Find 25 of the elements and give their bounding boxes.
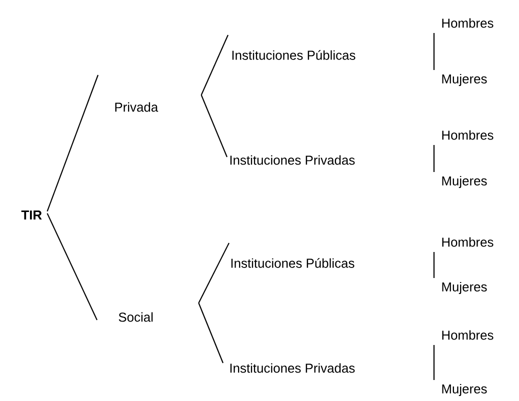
leaf-label: Mujeres <box>442 282 487 294</box>
bracket-line <box>198 242 230 304</box>
branch-label: Privada <box>115 102 158 112</box>
leaf-label: Hombres <box>442 330 494 340</box>
bracket-line <box>46 213 98 320</box>
bracket-bar <box>433 145 435 172</box>
branch-label: Instituciones Públicas <box>232 50 356 60</box>
leaf-label: Hombres <box>442 130 494 140</box>
branch-label: Instituciones Privadas <box>230 155 355 165</box>
branch-label: Social <box>118 312 153 322</box>
branch-label: Instituciones Privadas <box>230 363 355 373</box>
leaf-label: Hombres <box>442 18 494 28</box>
bracket-line <box>198 302 224 364</box>
bracket-line <box>200 94 228 158</box>
leaf-label: Hombres <box>442 237 494 247</box>
leaf-label: Mujeres <box>442 384 487 396</box>
leaf-label: Mujeres <box>442 176 487 188</box>
leaf-label: Mujeres <box>442 74 487 86</box>
bracket-bar <box>433 33 435 70</box>
root-label: TIR <box>21 210 42 220</box>
bracket-line <box>46 74 99 212</box>
bracket-bar <box>433 345 435 380</box>
branch-label: Instituciones Públicas <box>231 258 354 268</box>
bracket-bar <box>433 252 435 278</box>
bracket-line <box>200 34 228 96</box>
